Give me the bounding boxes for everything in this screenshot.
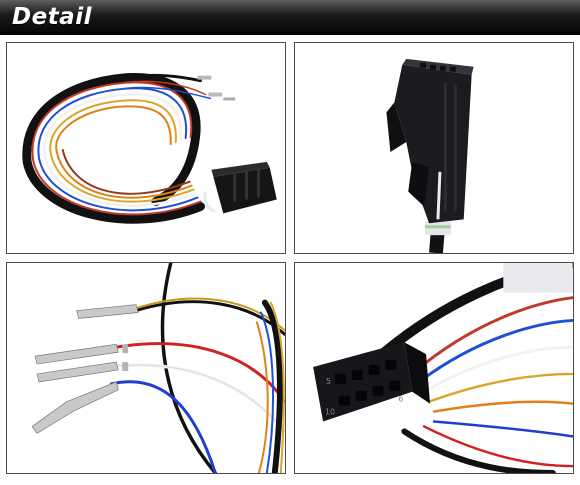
harness-illustration [22,73,277,224]
terminals-illustration [31,263,285,473]
photo-connector-side [294,42,574,254]
pin-label-5: 5 [326,377,331,386]
header-bar: Detail [0,0,580,35]
pin-label-10: 10 [325,408,335,417]
photo-terminals [6,262,286,474]
connector-side-illustration [386,58,474,253]
photo-harness [6,42,286,254]
photo-connector-face: 5 6 10 [294,262,574,474]
section-title: Detail [12,4,92,30]
connector-face-illustration: 5 6 10 [313,263,573,473]
pin-label-6: 6 [398,395,403,404]
